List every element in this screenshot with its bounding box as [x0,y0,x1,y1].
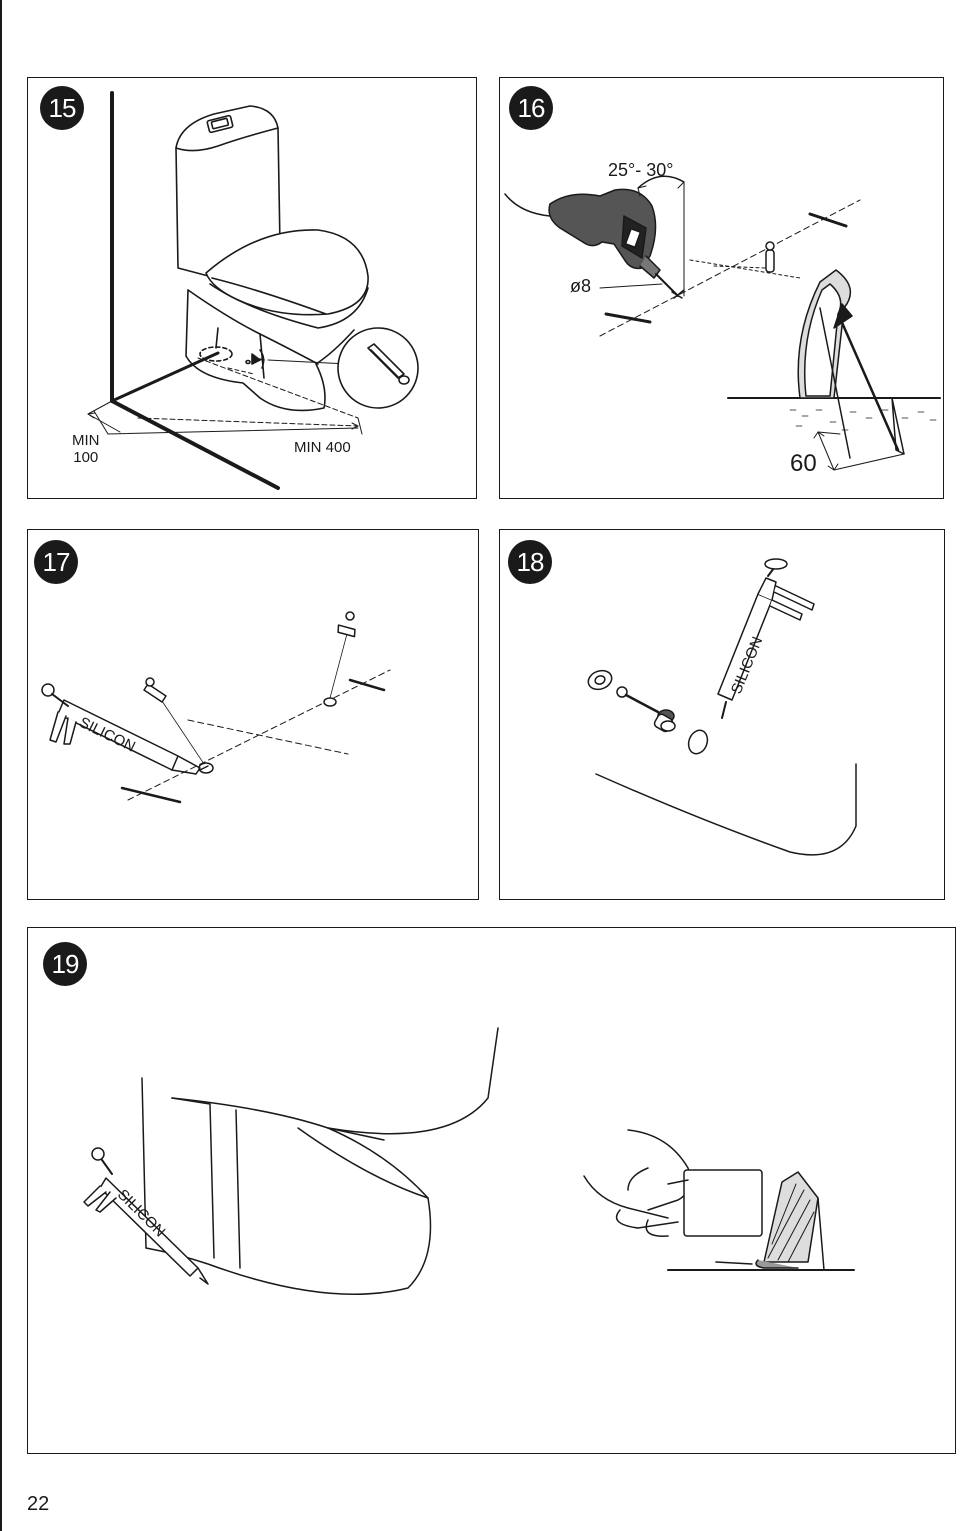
step-18-panel: 18 SILICON [499,529,945,900]
depth-label: 60 [790,450,817,477]
step-15-badge: 15 [40,86,84,130]
step-16-panel: 16 [499,77,944,499]
silicon-into-holes-illustration [41,611,391,804]
min-side-label: MIN 100 [72,432,100,466]
step-17-panel: 17 SILI [27,529,479,900]
step-17-badge: 17 [34,540,78,584]
toilet-installation-illustration [87,91,419,490]
step-19-badge: 19 [43,942,87,986]
step-15-panel: 15 [27,77,477,499]
drill-bit-label: ø8 [570,276,592,296]
drilling-illustration [504,175,941,471]
page-number: 22 [27,1493,50,1515]
min-front-label: MIN 400 [294,439,351,456]
step-19-panel: 19 [27,927,956,1454]
screw-assembly-illustration [587,558,857,856]
page-edge-rule [0,0,2,1531]
step-18-badge: 18 [508,540,552,584]
silicon-sealing-illustration [83,1027,855,1295]
step-16-badge: 16 [509,86,553,130]
angle-label: 25°- 30° [608,160,674,180]
